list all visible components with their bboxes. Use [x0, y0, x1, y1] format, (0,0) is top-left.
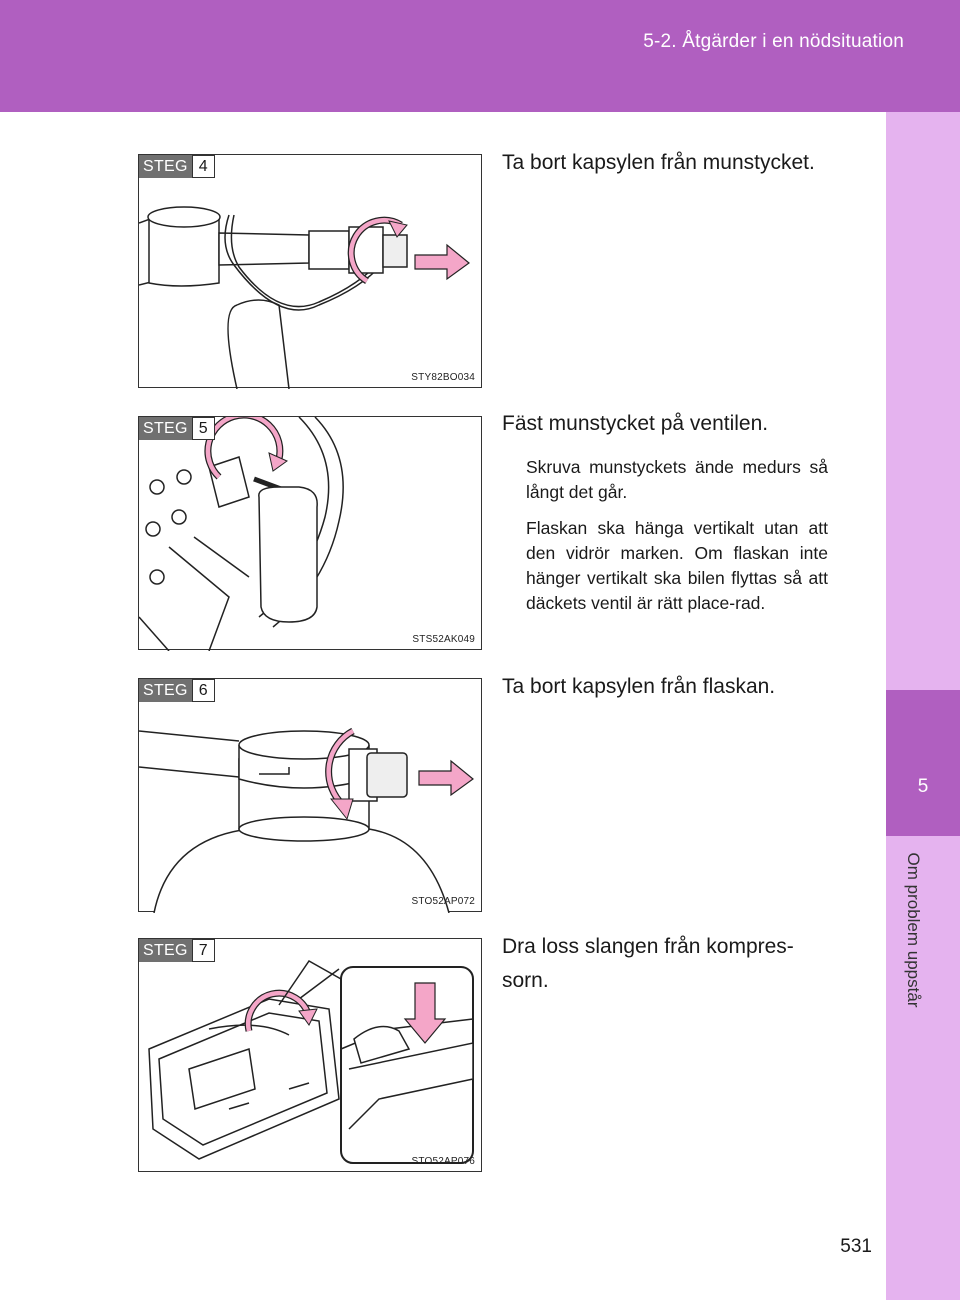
chapter-tab-active: [886, 690, 960, 836]
step-5-paragraph-1: Skruva munstyckets ände medurs så långt …: [526, 457, 828, 502]
step-label: STEG: [139, 417, 192, 440]
page-header: 5-2. Åtgärder i en nödsituation: [0, 0, 960, 112]
step-number: 5: [191, 417, 215, 440]
nozzle-valve-illustration: [139, 417, 344, 651]
step-label: STEG: [139, 155, 192, 178]
step-badge: STEG 5: [139, 417, 215, 440]
step-number: 7: [191, 939, 215, 962]
step-4-illustration: STEG 4 STY82BO034: [138, 154, 482, 389]
figure-code: STO52AP076: [411, 1156, 475, 1167]
step-number: 6: [191, 679, 215, 702]
step-label: STEG: [139, 939, 192, 962]
section-title: 5-2. Åtgärder i en nödsituation: [643, 31, 904, 52]
step-badge: STEG 6: [139, 679, 215, 702]
step-6-illustration: STEG 6 STO52AP072: [138, 678, 482, 913]
compressor-hose-illustration: [148, 960, 474, 1164]
chapter-title: Om problem uppstår: [904, 852, 923, 1008]
bottle-cap-illustration: [139, 727, 474, 913]
step-4-heading: Ta bort kapsylen från munstycket.: [502, 151, 815, 174]
figure-code: STY82BO034: [411, 372, 475, 383]
step-badge: STEG 4: [139, 155, 215, 178]
nozzle-cap-illustration: [139, 206, 470, 389]
step-badge: STEG 7: [139, 939, 215, 962]
page-number: 531: [840, 1236, 872, 1257]
step-6-heading: Ta bort kapsylen från flaskan.: [502, 675, 776, 698]
figure-code: STO52AP072: [411, 896, 475, 907]
chapter-number: 5: [917, 776, 929, 797]
step-7-heading: Dra loss slangen från kompres-sorn.: [502, 935, 794, 992]
step-5-illustration: STEG 5 STS52AK049: [138, 416, 482, 651]
step-7-illustration: STEG 7 STO52AP076: [138, 938, 482, 1172]
step-5-paragraph-2: Flaskan ska hänga vertikalt utan att den…: [526, 518, 828, 613]
step-number: 4: [191, 155, 215, 178]
step-label: STEG: [139, 679, 192, 702]
step-5-heading: Fäst munstycket på ventilen.: [502, 412, 769, 435]
figure-code: STS52AK049: [412, 634, 475, 645]
